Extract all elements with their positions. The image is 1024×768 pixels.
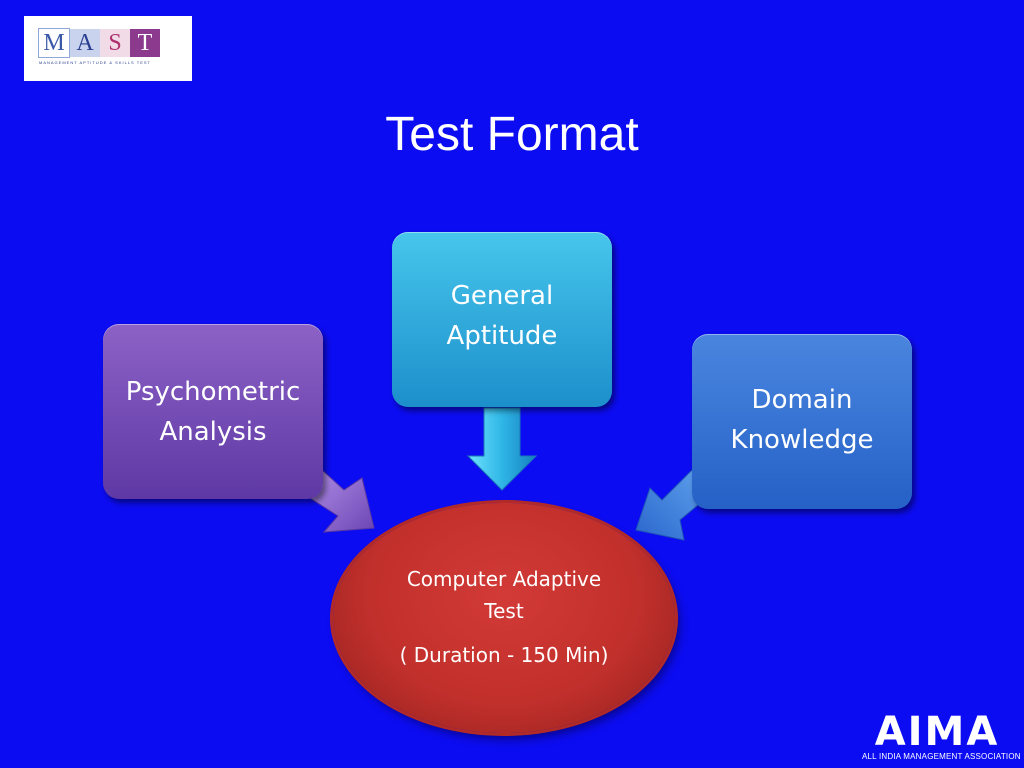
psychometric-analysis-label: Psychometric Analysis xyxy=(125,377,301,447)
aima-logo: AIMA ALL INDIA MANAGEMENT ASSOCIATION xyxy=(862,709,1021,762)
center-duration: ( Duration - 150 Min) xyxy=(399,643,609,667)
psychometric-analysis-box: Psychometric Analysis xyxy=(103,324,323,499)
logo-letter-t: T xyxy=(130,29,160,57)
general-aptitude-label: General Aptitude xyxy=(446,281,558,351)
arrow-psychometric xyxy=(309,469,375,533)
logo-letter-s: S xyxy=(100,29,130,57)
logo-letter-m: M xyxy=(38,28,70,58)
arrow-general-down xyxy=(466,407,538,491)
center-title: Computer Adaptive Test xyxy=(406,567,602,623)
aima-wordmark: AIMA xyxy=(874,709,1000,755)
logo-letter-a: A xyxy=(70,29,100,57)
domain-knowledge-box: Domain Knowledge xyxy=(692,334,912,509)
computer-adaptive-test-ellipse: Computer Adaptive Test ( Duration - 150 … xyxy=(333,503,675,733)
aima-subtitle: ALL INDIA MANAGEMENT ASSOCIATION xyxy=(862,752,1021,761)
general-aptitude-box: General Aptitude xyxy=(392,232,612,407)
logo-tagline: MANAGEMENT APTITUDE & SKILLS TEST xyxy=(39,60,151,65)
slide-title: Test Format xyxy=(385,108,639,161)
domain-knowledge-label: Domain Knowledge xyxy=(730,385,874,455)
